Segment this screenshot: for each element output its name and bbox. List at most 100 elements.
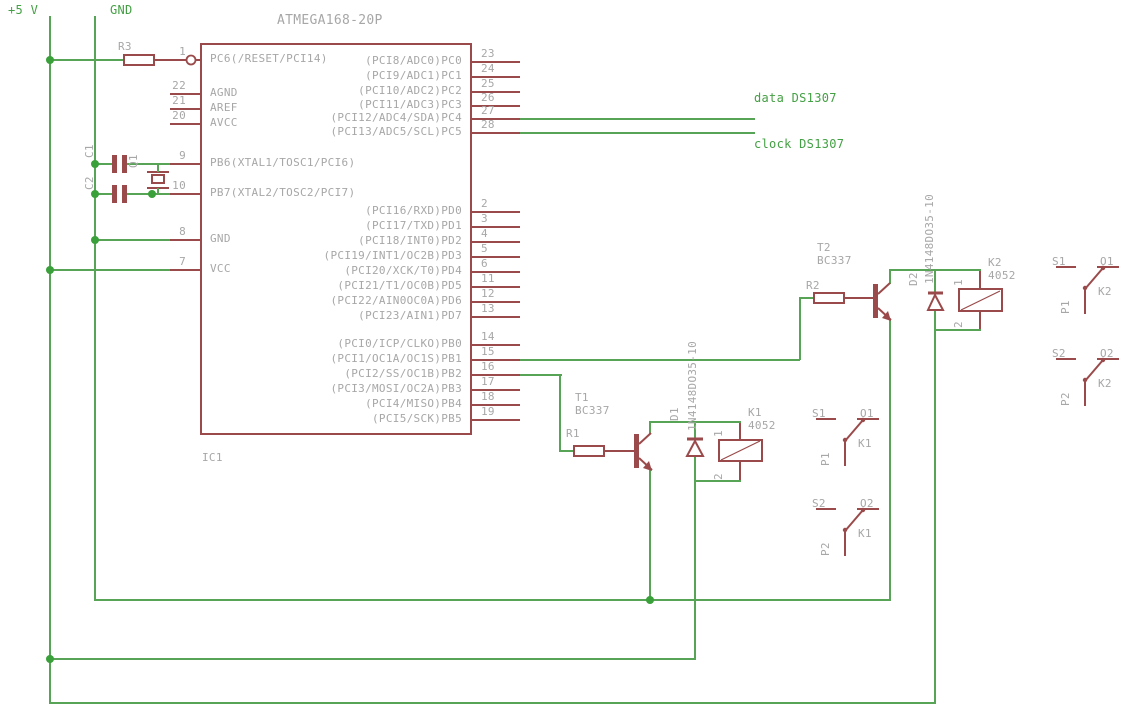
- wire-scl: [520, 132, 755, 134]
- net-label-clock-ds1307: clock DS1307: [754, 137, 845, 151]
- ic-pin-stub: [470, 256, 520, 258]
- switch-s-contact-stub: [1056, 358, 1076, 360]
- ic-pin-stub: [170, 239, 200, 241]
- ic-pin-stub: [470, 389, 520, 391]
- ic-pin-name: PB6(XTAL1/TOSC1/PCI6): [210, 156, 356, 169]
- junction-dot: [646, 596, 654, 604]
- ic-pin-stub: [470, 76, 520, 78]
- ic-pin-stub: [470, 344, 520, 346]
- t1-emitter-to-gnd: [649, 469, 651, 601]
- ic-pin-stub: [470, 374, 520, 376]
- relay-k1-coil: [718, 439, 763, 462]
- switch-o-contact-label: O2: [1100, 347, 1114, 360]
- switch-s-contact-stub: [816, 418, 836, 420]
- k1-pin2-stub: [739, 462, 741, 482]
- ic-pin-stub: [170, 163, 200, 165]
- c1-label: C1: [83, 144, 96, 158]
- ic-pin-number: 6: [481, 257, 488, 270]
- ic-pin-number: 28: [481, 118, 495, 131]
- resistor-r3-body: [123, 54, 155, 66]
- crystal-q1-plate: [147, 171, 169, 173]
- ic-pin-stub: [470, 271, 520, 273]
- ic-title: ATMEGA168-20P: [277, 13, 383, 28]
- ic-pin-name: (PCI13/ADC5/SCL)PC5: [330, 125, 462, 138]
- capacitor-c2-plate: [112, 185, 117, 203]
- ic-pin-name: VCC: [210, 262, 231, 275]
- ic-pin-name: AVCC: [210, 116, 238, 129]
- ic-pin-number: 27: [481, 104, 495, 117]
- ic-pin-name: (PCI2/SS/OC1B)PB2: [344, 367, 462, 380]
- ic-pin-stub: [470, 241, 520, 243]
- switch-relay-name-label: K2: [1098, 285, 1112, 298]
- ic-pin-number: 5: [481, 242, 488, 255]
- ic-pin-name: (PCI18/INT0)PD2: [358, 234, 462, 247]
- ic-pin-stub: [470, 61, 520, 63]
- ic-pin-stub: [470, 359, 520, 361]
- junction-dot: [46, 655, 54, 663]
- switch-relay-name-label: K1: [858, 437, 872, 450]
- ic-pin-name: (PCI12/ADC4/SDA)PC4: [330, 111, 462, 124]
- ic-pin-number: 15: [481, 345, 495, 358]
- switch-o-contact-stub: [1097, 266, 1119, 268]
- d2-triangle: [926, 292, 945, 311]
- ic-pin-number: 26: [481, 91, 495, 104]
- switch-p-pole-label: P1: [819, 452, 832, 466]
- ic-pin-number: 3: [481, 212, 488, 225]
- ic-pin-number: 16: [481, 360, 495, 373]
- ic-pin-number: 10: [172, 179, 186, 192]
- ic-atmega-body: [200, 43, 472, 435]
- ic-pin-name: (PCI22/AIN0OC0A)PD6: [330, 294, 462, 307]
- r1-to-t1-base: [605, 450, 634, 452]
- wire-gnd-to-c2: [95, 193, 112, 195]
- t2-label: T2: [817, 241, 831, 254]
- ic-pin-stub: [470, 316, 520, 318]
- k2-pin1-number: 1: [952, 279, 965, 286]
- d2-anode-to-5v: [934, 309, 936, 704]
- d1-anode-to-5v: [694, 455, 696, 660]
- ic-pin-stub: [170, 269, 200, 271]
- r2-label: R2: [806, 279, 820, 292]
- ic-pin-name: (PCI20/XCK/T0)PD4: [344, 264, 462, 277]
- t2-value: BC337: [817, 254, 852, 267]
- junction-dot: [91, 160, 99, 168]
- r3-label: R3: [118, 40, 132, 53]
- k2-label: K2: [988, 256, 1002, 269]
- k1-pin1-stub: [739, 423, 741, 439]
- ic-pin-stub: [470, 132, 520, 134]
- junction-dot: [148, 190, 156, 198]
- switch-o-contact-stub: [857, 418, 879, 420]
- wire-5v-rail: [49, 16, 51, 704]
- switch-p-pole-label: P2: [819, 542, 832, 556]
- reset-pin-stub: [196, 59, 202, 61]
- switch-o-contact-label: O1: [860, 407, 874, 420]
- ic-pin-name: (PCI17/TXD)PD1: [365, 219, 462, 232]
- r1-label: R1: [566, 427, 580, 440]
- ic-pin-stub: [170, 93, 200, 95]
- k1-label: K1: [748, 406, 762, 419]
- ic-pin-name: (PCI5/SCK)PB5: [372, 412, 462, 425]
- resistor-r2-body: [813, 292, 845, 304]
- ic-pin-number: 25: [481, 77, 495, 90]
- wire-5v-to-pin7: [50, 269, 170, 271]
- ic-pin-name: (PCI11/ADC3)PC3: [358, 98, 462, 111]
- t2-emitter-to-gnd: [889, 319, 891, 601]
- ic-pin-name: (PCI21/T1/OC0B)PD5: [337, 279, 462, 292]
- ic-pin-name: (PCI10/ADC2)PC2: [358, 84, 462, 97]
- switch-o-contact-label: O1: [1100, 255, 1114, 268]
- switch-s-contact-stub: [816, 508, 836, 510]
- capacitor-c2-plate: [122, 185, 127, 203]
- junction-dot: [91, 236, 99, 244]
- transistor-t2-base-bar: [873, 284, 878, 318]
- d1-triangle: [685, 438, 705, 457]
- ic-pin-number: 19: [481, 405, 495, 418]
- k2-pin2-stub: [979, 312, 981, 331]
- ic-pin-stub: [470, 211, 520, 213]
- power-label-5v: +5 V: [8, 3, 39, 17]
- ic-pin-name: (PCI4/MISO)PB4: [365, 397, 462, 410]
- crystal-q1-top-stub: [157, 164, 159, 172]
- capacitor-c1-plate: [112, 155, 117, 173]
- ic-pin-number: 18: [481, 390, 495, 403]
- ic-pin-number: 8: [179, 225, 186, 238]
- ic-pin-name: (PCI1/OC1A/OC1S)PB1: [330, 352, 462, 365]
